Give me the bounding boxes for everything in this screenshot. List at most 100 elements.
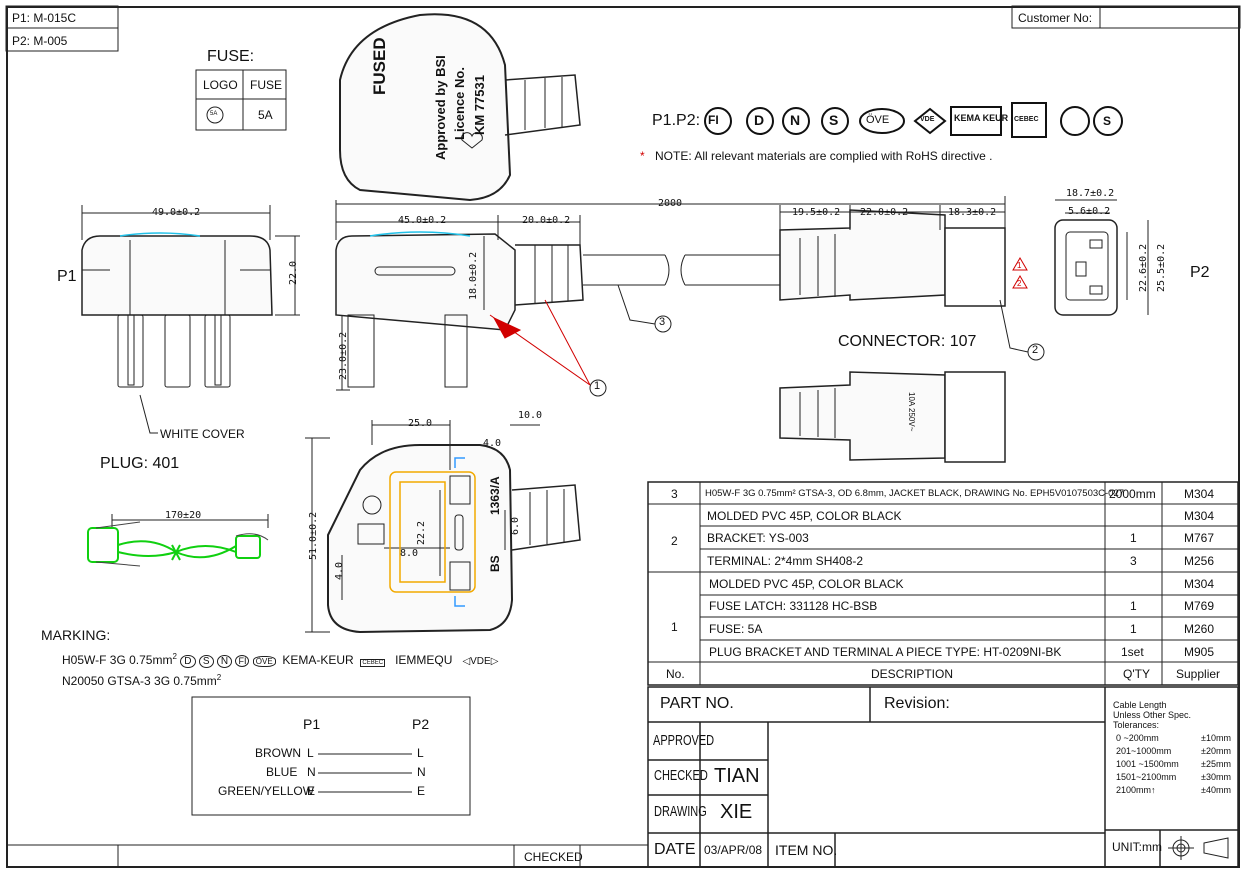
tb-date: 03/APR/08 — [704, 843, 763, 857]
tol-value-2: ±20mm — [1201, 746, 1231, 756]
dim-6: 6.0 — [510, 516, 521, 535]
marking-line-2: N20050 GTSA-3 3G 0.75mm2 — [62, 673, 222, 688]
customer-box — [1011, 5, 1241, 29]
marking-title: MARKING: — [41, 627, 111, 643]
wire-p1-e: E — [307, 784, 316, 798]
wire-color-brown: BROWN — [255, 746, 301, 760]
dim-22: 22.0 — [288, 260, 299, 285]
fuse-col-fuse: FUSE — [250, 78, 283, 92]
tb-unit: UNIT:mm — [1112, 840, 1162, 854]
plug-top-body — [339, 13, 512, 202]
bom-item3-sup: M304 — [1184, 487, 1215, 501]
marking-line-1: H05W-F 3G 0.75mm2 D S N FI ÖVE KEMA-KEUR… — [62, 652, 499, 668]
footer-checked: CHECKED — [524, 850, 583, 864]
tb-checked: CHECKED — [654, 768, 708, 784]
plug-front-body — [327, 444, 514, 634]
mark-cebec: CEBEC — [1014, 116, 1039, 123]
tol-value-5: ±40mm — [1201, 785, 1231, 795]
bom-col-no: No. — [666, 667, 685, 681]
dim-total-length: 2000 — [658, 198, 683, 209]
bom-item3-qty: 2000mm — [1109, 487, 1156, 501]
tb-checked-by: TIAN — [714, 765, 760, 787]
label-plug: PLUG: 401 — [100, 455, 180, 472]
tol-title-1: Cable Length — [1113, 700, 1167, 710]
dim-5-6: 5.6±0.2 — [1068, 206, 1111, 217]
tb-date-label: DATE — [654, 841, 696, 858]
customer-label: Customer No: — [1018, 11, 1093, 25]
fused-text: FUSED — [370, 37, 389, 95]
tol-value-1: ±10mm — [1201, 733, 1231, 743]
dim-22-0: 22.0±0.2 — [860, 207, 909, 218]
callout-2: 2 — [1032, 344, 1039, 356]
note-star: * — [640, 149, 645, 163]
label-connector: CONNECTOR: 107 — [838, 333, 977, 350]
bom-item1-row3-desc: FUSE: 5A — [709, 622, 763, 636]
marking-cebec: CEBEC — [360, 659, 386, 667]
tb-approved: APPROVED — [653, 733, 715, 749]
dim-45: 45.0±0.2 — [398, 215, 447, 226]
tb-part-no: PART NO. — [660, 695, 734, 712]
label-p2: P2 — [1190, 264, 1210, 281]
p1-side-body — [81, 235, 273, 316]
warn-1: 1 — [1017, 261, 1022, 270]
approval-marks — [704, 102, 1123, 138]
wiring-table-box — [191, 696, 471, 816]
plug-side-body — [335, 233, 516, 331]
bom-item1-row2-sup: M769 — [1184, 599, 1215, 613]
bom-col-supplier: Supplier — [1176, 667, 1221, 681]
approved-text: Approved by BSI — [433, 55, 448, 160]
licence-text: Licence No. — [452, 67, 467, 140]
bom-item3-desc: H05W-F 3G 0.75mm² GTSA-3, OD 6.8mm, JACK… — [705, 488, 1125, 499]
dim-18-3: 18.3±0.2 — [948, 207, 997, 218]
cord-coil — [87, 527, 261, 563]
dim-22-6: 22.6±0.2 — [1138, 243, 1149, 292]
bom-item2-no: 2 — [671, 534, 678, 548]
fuse-col-logo: LOGO — [203, 78, 238, 92]
drawing-sheet — [6, 6, 1240, 868]
bom-item1-row1-sup: M304 — [1184, 577, 1215, 591]
bom-item1-row3-sup: M260 — [1184, 622, 1215, 636]
mark-fi: FI — [708, 113, 719, 127]
tol-value-4: ±30mm — [1201, 772, 1231, 782]
tol-range-4: 1501~2100mm — [1116, 772, 1177, 782]
bom-item1-row3-qty: 1 — [1130, 622, 1137, 636]
front-bs: BS — [488, 555, 502, 572]
dim-4: 4.0 — [483, 438, 502, 449]
tol-range-5: 2100mm↑ — [1116, 785, 1156, 795]
callout-1: 1 — [594, 380, 601, 392]
marking-mark-n: N — [216, 655, 233, 668]
approvals-label: P1.P2: — [652, 112, 701, 129]
p2-code-box — [5, 27, 119, 52]
red-leaders — [489, 257, 1028, 386]
mark-ove: ÖVE — [866, 114, 890, 126]
bom-item1-no: 1 — [671, 620, 678, 634]
tol-range-2: 201~1000mm — [1116, 746, 1172, 756]
mark-s-plus: S — [1103, 114, 1112, 128]
p2-code: P2: M-005 — [12, 34, 68, 48]
callout-3: 3 — [659, 316, 666, 328]
mark-vde: VDE — [920, 116, 935, 123]
bom-item2-row2-qty: 1 — [1130, 531, 1137, 545]
marking-mark-ove: ÖVE — [252, 656, 276, 667]
label-white-cover: WHITE COVER — [160, 427, 245, 441]
mark-n: N — [790, 112, 801, 128]
bom-item2-row1-desc: MOLDED PVC 45P, COLOR BLACK — [707, 509, 902, 523]
label-p1: P1 — [57, 268, 77, 285]
marking-mark-fi: FI — [235, 655, 250, 667]
wire-p1-l: L — [307, 746, 314, 760]
tol-value-3: ±25mm — [1201, 759, 1231, 769]
wire-p1-n: N — [307, 765, 316, 779]
bom-item2-row3-sup: M256 — [1184, 554, 1215, 568]
bom-item2-row2-sup: M767 — [1184, 531, 1215, 545]
rohs-note: NOTE: All relevant materials are complie… — [655, 149, 993, 163]
mark-kema: KEMA KEUR — [954, 113, 1009, 123]
p2-socket-face — [1054, 219, 1118, 316]
wiring-p2: P2 — [412, 716, 430, 732]
dim-22-2: 22.2 — [416, 520, 427, 545]
connector-bottom-body — [779, 371, 946, 461]
bom-item2-row3-qty: 3 — [1130, 554, 1137, 568]
tb-item-no: ITEM NO. — [775, 842, 838, 858]
bom-col-qty: Q'TY — [1123, 667, 1150, 681]
wire-p2-e: E — [417, 784, 426, 798]
